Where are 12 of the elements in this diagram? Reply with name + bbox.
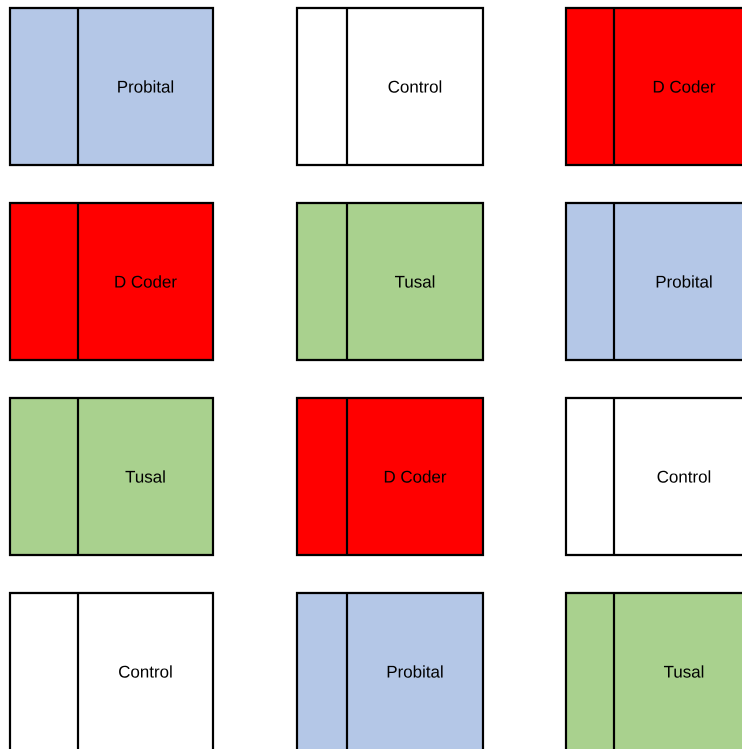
plot-box: Probital	[564, 202, 742, 362]
plot-box: Probital	[8, 6, 214, 166]
plot-box: Tusal	[8, 396, 214, 556]
plot-box: Control	[296, 6, 484, 166]
plot-box: D Coder	[8, 202, 214, 362]
plot-box: Probital	[296, 592, 484, 749]
plot-box: D Coder	[296, 396, 484, 556]
plot-box: D Coder	[564, 6, 742, 166]
plot-box: Control	[564, 396, 742, 556]
plot-box: Tusal	[296, 202, 484, 362]
plot-box: Control	[8, 592, 214, 749]
plot-box: Tusal	[564, 592, 742, 749]
